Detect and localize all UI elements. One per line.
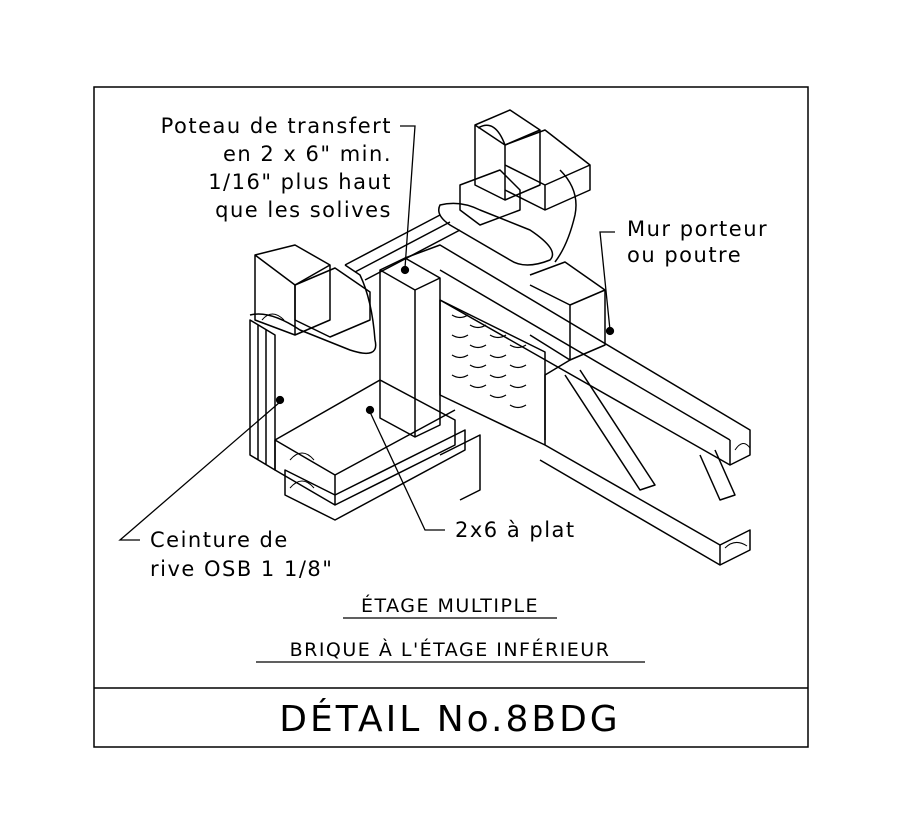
- upper-block: [504, 129, 591, 211]
- upper-wavy-plate: [438, 202, 554, 266]
- bearing-wall: [529, 261, 606, 361]
- leader-poteau: [400, 125, 416, 269]
- label-poteau-line4: que les solives: [215, 198, 392, 222]
- label-ceinture-line1: Ceinture de: [150, 528, 289, 552]
- truss-web: [564, 369, 656, 491]
- detail-title: DÉTAIL No.8BDG: [279, 698, 620, 740]
- left-block: [294, 267, 371, 338]
- label-mur-line1: Mur porteur: [627, 217, 768, 241]
- end-grain: [261, 313, 751, 549]
- truss-top-chord: [404, 244, 751, 466]
- label-poteau-line2: en 2 x 6" min.: [223, 142, 392, 166]
- label-plat: 2x6 à plat: [455, 518, 576, 542]
- truss-bottom-chord: [539, 444, 751, 566]
- subtitle-etage-multiple: ÉTAGE MULTIPLE: [361, 594, 539, 617]
- left-wavy-plate: [249, 264, 377, 355]
- label-poteau-line3: 1/16" plus haut: [208, 170, 392, 194]
- leader-ceinture: [118, 401, 281, 541]
- leader-plat: [369, 411, 445, 531]
- leader-mur: [599, 231, 615, 331]
- left-post: [254, 244, 331, 336]
- osb-texture: [451, 314, 527, 409]
- label-mur-line2: ou poutre: [627, 243, 742, 267]
- upper-lower-block: [459, 169, 521, 226]
- rim-board: [249, 319, 276, 471]
- subtitle-brique: BRIQUE À L'ÉTAGE INFÉRIEUR: [290, 638, 611, 661]
- upper-post: [474, 109, 541, 201]
- isometric-illustration: [249, 109, 751, 566]
- flat-2x6-lower: [284, 429, 466, 521]
- drawing-frame: [93, 86, 809, 748]
- flat-2x6: [274, 379, 456, 506]
- label-poteau-line1: Poteau de transfert: [161, 114, 392, 138]
- label-ceinture-line2: rive OSB 1 1/8": [150, 557, 333, 581]
- transfer-post: [379, 257, 441, 438]
- leader-lines: [118, 125, 615, 541]
- upper-post-end: [477, 124, 506, 146]
